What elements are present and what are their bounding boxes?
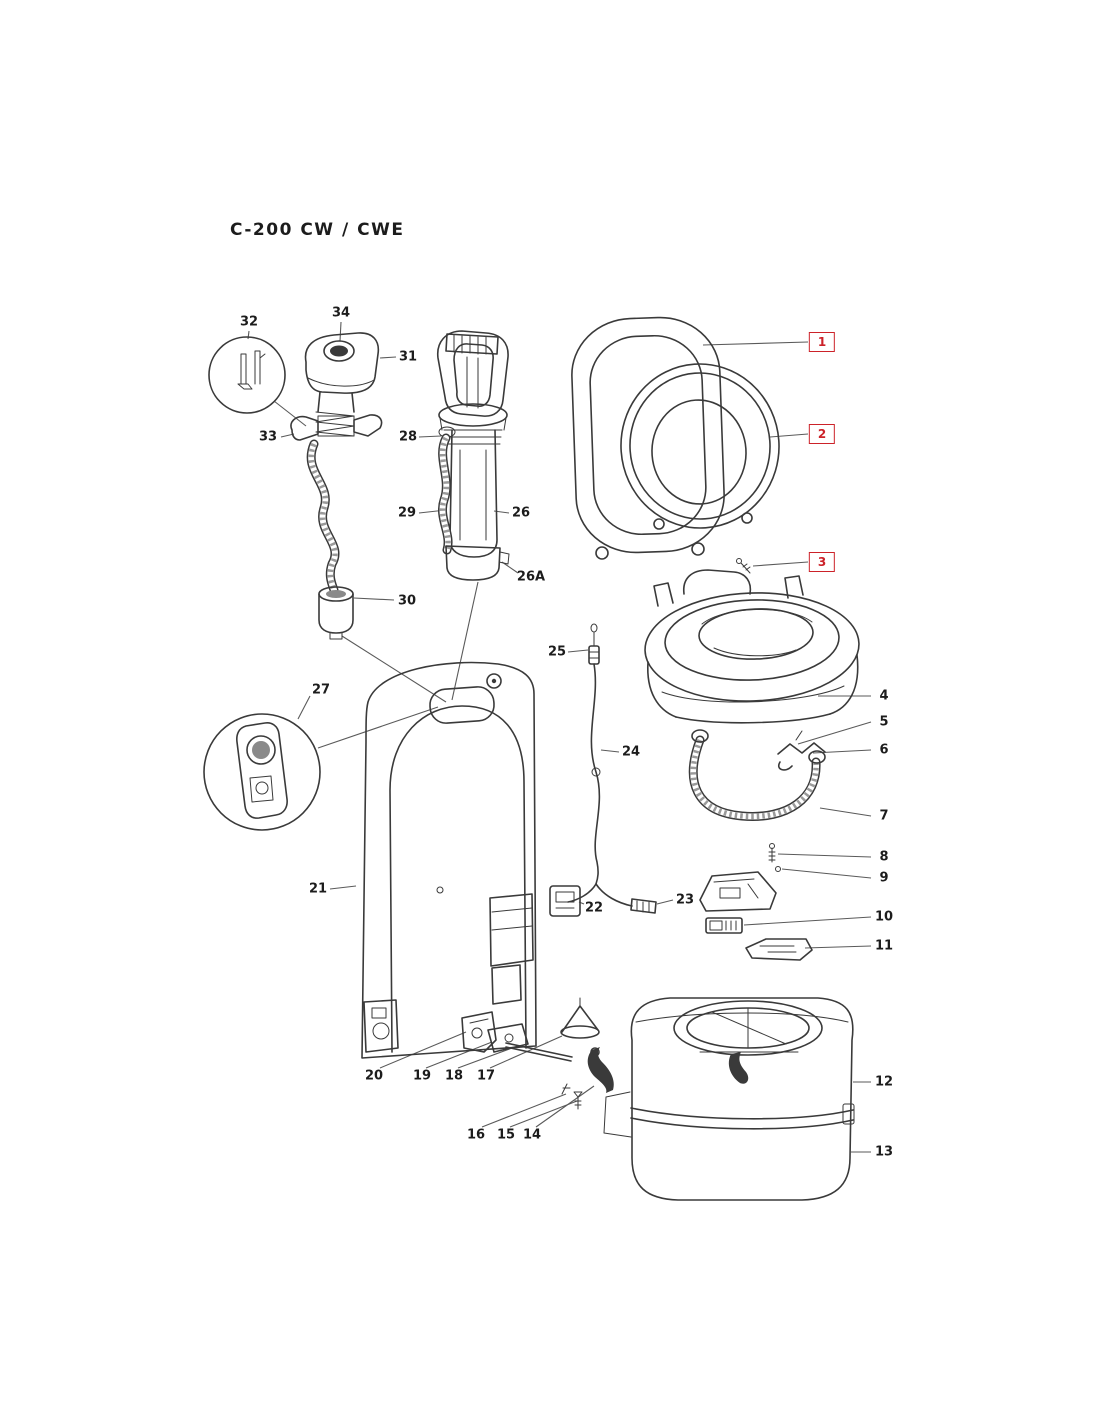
spring-coil: [315, 411, 355, 437]
part-label-1: 1: [808, 332, 836, 352]
part-label-2: 2: [808, 424, 836, 444]
part-label-21: 21: [308, 881, 328, 897]
part-label-25: 25: [547, 644, 567, 660]
clip-detail-circle: [208, 336, 286, 414]
connector-plug: [630, 898, 657, 914]
part-label-12: 12: [874, 1074, 894, 1090]
pump-handle-inner: [453, 343, 494, 407]
handle-lever: [587, 1047, 614, 1093]
hinge-screw: [736, 558, 751, 574]
pump-braided-hose: [439, 436, 451, 551]
part-label-29: 29: [397, 505, 417, 521]
mechanism-pin: [561, 1083, 571, 1095]
part-label-20: 20: [364, 1068, 384, 1084]
screw-8: [768, 843, 776, 863]
cable-tip: [590, 623, 598, 633]
part-label-31: 31: [398, 349, 418, 365]
part-label-13: 13: [874, 1144, 894, 1160]
pump-base-cap: [445, 545, 501, 581]
flush-hose: [688, 729, 826, 821]
part-label-11: 11: [874, 938, 894, 954]
part-label-24: 24: [621, 744, 641, 760]
pump-cylinder: [449, 429, 498, 558]
part-label-28: 28: [398, 429, 418, 445]
flush-mechanism: [461, 997, 614, 1110]
mechanism-plate: [487, 1023, 529, 1053]
part-label-26: 26: [511, 505, 531, 521]
mechanism-bracket: [461, 1011, 497, 1053]
pin-9: [775, 866, 781, 872]
mechanism-screw: [573, 1091, 583, 1110]
part-label-6: 6: [879, 742, 889, 758]
part-label-17: 17: [476, 1068, 496, 1084]
cap-lid: [330, 345, 348, 357]
part-label-34: 34: [331, 305, 351, 321]
cable-wire: [590, 663, 601, 885]
connector-block: [549, 885, 581, 917]
seat: [620, 363, 780, 530]
valve-lever: [728, 1052, 749, 1084]
fill-funnel: [318, 593, 354, 634]
tank-opening: [673, 1000, 823, 1056]
part-label-22: 22: [584, 900, 604, 916]
part-label-27: 27: [311, 682, 331, 698]
pump-rod: [466, 356, 479, 409]
pump-handle-outer: [437, 330, 509, 417]
part-label-23: 23: [675, 892, 695, 908]
part-label-14: 14: [522, 1127, 542, 1143]
flush-button: [246, 735, 276, 765]
mount-plate-left-wing: [290, 415, 319, 441]
pump-cap-assembly: [290, 332, 383, 640]
slider-block: [705, 917, 743, 934]
indicator-window: [255, 781, 269, 795]
mechanism-rod: [505, 1042, 573, 1062]
manual-pump-assembly: [437, 330, 510, 581]
back-housing: [361, 661, 537, 1059]
waste-tank: [603, 997, 855, 1201]
bowl-top: [644, 569, 860, 724]
part-label-19: 19: [412, 1068, 432, 1084]
part-label-9: 9: [879, 870, 889, 886]
part-label-33: 33: [258, 429, 278, 445]
part-label-3: 3: [808, 552, 836, 572]
part-label-30: 30: [397, 593, 417, 609]
cable-assembly: [549, 623, 657, 917]
seat-cover: [571, 316, 725, 560]
retaining-clip: [777, 730, 826, 771]
part-label-5: 5: [879, 714, 889, 730]
mount-bracket: [699, 871, 777, 912]
control-panel-detail-circle: [203, 713, 321, 831]
control-panel: [236, 722, 288, 819]
part-label-8: 8: [879, 849, 889, 865]
slide-bracket: [745, 938, 813, 961]
tank-strap: [630, 1107, 854, 1130]
part-label-32: 32: [239, 314, 259, 330]
mount-plate-right-wing: [353, 414, 383, 437]
part-label-16: 16: [466, 1127, 486, 1143]
diagram-title: C-200 CW / CWE: [230, 220, 405, 240]
bowl-backrest: [683, 569, 752, 595]
part-label-4: 4: [879, 688, 889, 704]
part-label-7: 7: [879, 808, 889, 824]
part-label-15: 15: [496, 1127, 516, 1143]
part-label-10: 10: [874, 909, 894, 925]
clip-pin: [795, 730, 803, 741]
tank-spout: [603, 1091, 632, 1138]
part-label-26A: 26A: [516, 569, 546, 585]
part-label-18: 18: [444, 1068, 464, 1084]
leader-lines: [247, 321, 872, 1153]
control-panel-recess: [429, 686, 495, 724]
